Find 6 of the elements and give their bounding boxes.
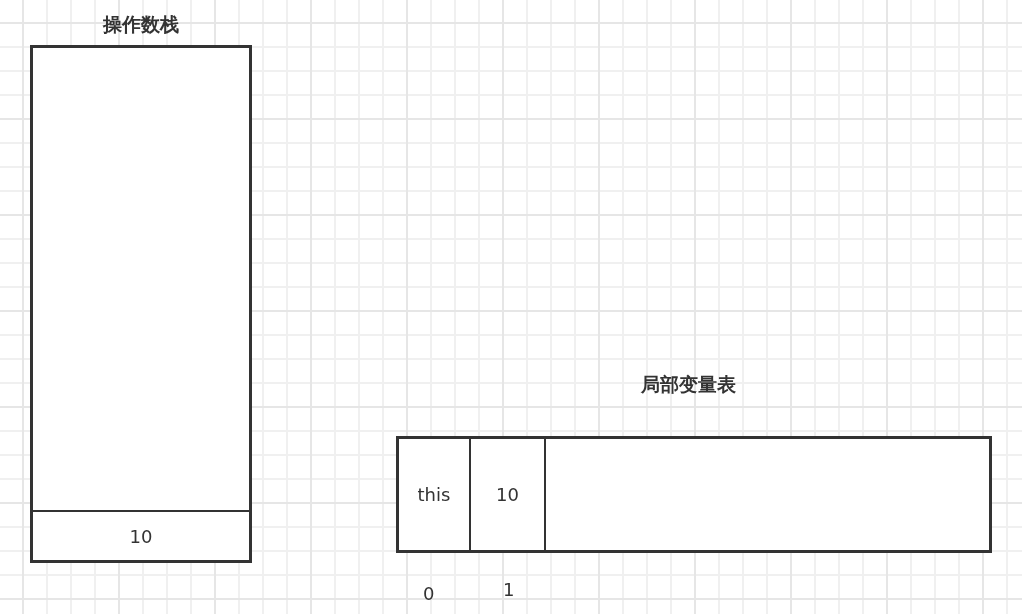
slot-index: 1	[503, 579, 515, 601]
variable-slot: this	[396, 436, 471, 553]
variable-slot: 10	[471, 436, 546, 553]
stack-heading: 操作数栈	[103, 12, 179, 36]
slot-index: 0	[423, 583, 435, 605]
table-heading: 局部变量表	[640, 372, 736, 396]
